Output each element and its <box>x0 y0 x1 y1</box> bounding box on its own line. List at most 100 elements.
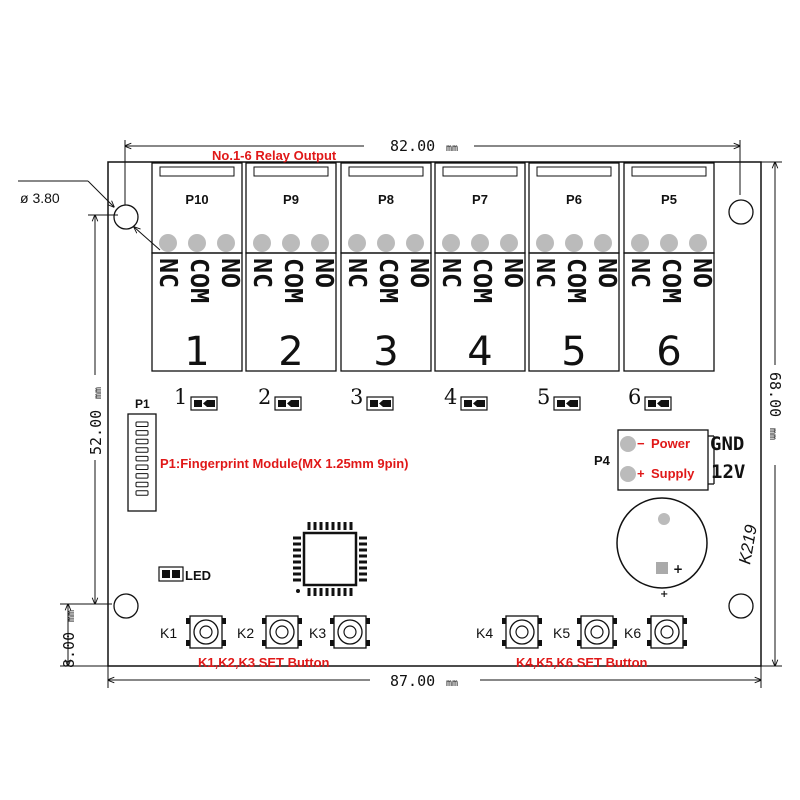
mcu-chip <box>293 522 367 596</box>
relay-pin <box>536 234 554 252</box>
p1-pin <box>135 455 149 462</box>
relay-terminal-no: NO <box>499 258 528 288</box>
relay-pin <box>188 234 206 252</box>
indicator-led-number: 4 <box>444 385 457 409</box>
button-k1[interactable]: K1 <box>160 615 226 649</box>
relay-terminal-com: COM <box>468 258 497 303</box>
power-pin-minus <box>620 436 636 452</box>
hole-diameter-callout: ø 3.80 <box>18 180 161 251</box>
dimension-left-bottom: 8.00 mm <box>60 604 112 668</box>
dim-left-bottom-unit: mm <box>66 610 77 622</box>
indicator-led-2: 2 <box>258 385 302 411</box>
power-label: Power <box>651 436 690 451</box>
dim-left-inner-value: 52.00 <box>87 410 105 455</box>
relay-connector-label: P5 <box>661 192 677 207</box>
relay-output-title: No.1-6 Relay Output <box>212 148 337 163</box>
indicator-led-number: 2 <box>258 385 271 409</box>
button-label: K1 <box>160 625 177 641</box>
relay-number: 4 <box>467 329 492 375</box>
indicator-led-5: 5 <box>537 385 581 411</box>
relay-terminal-nc: NC <box>248 258 277 288</box>
relay-connector-label: P9 <box>283 192 299 207</box>
relay-number: 5 <box>561 329 586 375</box>
dim-right-unit: mm <box>767 428 778 440</box>
button-k6[interactable]: K6 <box>624 615 687 649</box>
indicator-led-4: 4 <box>444 385 488 411</box>
relay-terminal-nc: NC <box>343 258 372 288</box>
p1-pin <box>135 421 149 427</box>
p4-label: P4 <box>594 453 611 468</box>
relay-pin <box>406 234 424 252</box>
button-label: K4 <box>476 625 493 641</box>
power-pin-plus <box>620 466 636 482</box>
button-label: K2 <box>237 625 254 641</box>
left-buttons-caption: K1,K2,K3 SET Button <box>198 655 330 670</box>
buzzer: + + <box>616 497 708 600</box>
dimension-bottom: 87.00 mm <box>108 666 761 690</box>
relay-number: 1 <box>184 329 209 375</box>
button-k2[interactable]: K2 <box>237 615 302 649</box>
right-buttons-caption: K4,K5,K6 SET Button <box>516 655 648 670</box>
dim-bottom-unit: mm <box>446 678 458 689</box>
indicator-led-3: 3 <box>350 385 394 411</box>
relay-pin <box>442 234 460 252</box>
relay-connector-label: P6 <box>566 192 582 207</box>
button-label: K5 <box>553 625 570 641</box>
relay-terminal-com: COM <box>279 258 308 303</box>
relay-number: 2 <box>278 329 303 375</box>
p1-pin <box>135 447 149 453</box>
p1-pin <box>135 481 149 488</box>
relay-connector-label: P10 <box>185 192 208 207</box>
relay-pin <box>377 234 395 252</box>
indicator-led-6: 6 <box>628 385 672 411</box>
board-name: K219 <box>735 523 761 566</box>
gnd-label: GND <box>710 433 744 455</box>
button-k5[interactable]: K5 <box>553 615 617 649</box>
dimension-right: 68.00 mm <box>761 162 784 666</box>
relay-number: 6 <box>656 329 681 375</box>
relay-pin <box>631 234 649 252</box>
button-k3[interactable]: K3 <box>309 615 370 649</box>
p1-label: P1 <box>135 397 150 411</box>
button-k4[interactable]: K4 <box>476 615 542 649</box>
relay-pin <box>689 234 707 252</box>
relay-terminal-nc: NC <box>626 258 655 288</box>
dimension-left-inner: 52.00 mm <box>86 215 118 604</box>
relay-pin <box>500 234 518 252</box>
led-label: LED <box>185 568 211 583</box>
indicator-leds: 1 2 3 4 5 6 <box>174 385 672 411</box>
indicator-led-number: 5 <box>537 385 550 409</box>
p1-pin <box>135 473 149 479</box>
dim-right-value: 68.00 <box>766 372 784 417</box>
button-label: K6 <box>624 625 641 641</box>
relay-terminal-com: COM <box>374 258 403 303</box>
relay-terminal-nc: NC <box>531 258 560 288</box>
relay-pin <box>594 234 612 252</box>
dim-bottom-value: 87.00 <box>390 672 435 690</box>
relay-connector-label: P8 <box>378 192 394 207</box>
power-plus-sign: + <box>637 466 645 481</box>
indicator-led-1: 1 <box>174 385 218 411</box>
buzzer-plus-inner: + <box>673 562 683 576</box>
indicator-led-number: 6 <box>628 385 641 409</box>
power-connector: P4 − + Power Supply GND 12V <box>594 429 745 491</box>
relay-pin <box>311 234 329 252</box>
p1-description: P1:Fingerprint Module(MX 1.25mm 9pin) <box>160 456 408 471</box>
dimension-top: 82.00 mm <box>125 136 740 205</box>
relay-terminal-nc: NC <box>154 258 183 288</box>
dim-top-unit: mm <box>446 143 458 154</box>
relay-terminal-com: COM <box>657 258 686 303</box>
mounting-hole-top-left <box>113 204 139 230</box>
indicator-led-number: 1 <box>174 385 187 409</box>
relay-terminal-no: NO <box>310 258 339 288</box>
hole-diameter-label: ø 3.80 <box>20 190 60 206</box>
power-minus-sign: − <box>637 436 645 451</box>
relay-connector-label: P7 <box>472 192 488 207</box>
p1-pin <box>135 438 149 445</box>
set-buttons: K1 K2 K3 K4 K5 K6 <box>160 615 687 649</box>
relay-pin <box>253 234 271 252</box>
